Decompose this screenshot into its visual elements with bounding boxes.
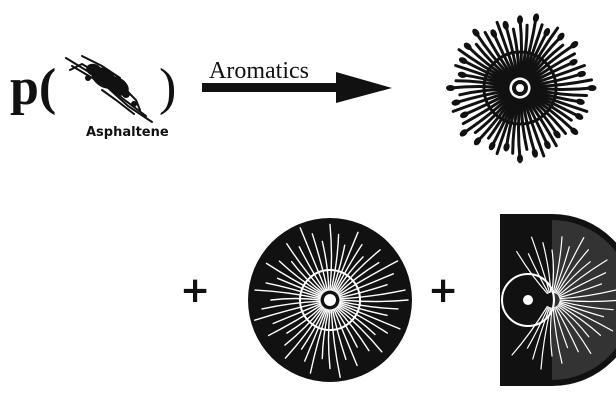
arrow-label: Aromatics	[209, 58, 309, 84]
micelle-radial	[446, 13, 596, 162]
micelle-cluster-full	[248, 218, 412, 382]
close-paren: )	[159, 59, 176, 116]
plus-sign-2: +	[428, 270, 458, 311]
micelle-cluster-half	[500, 214, 616, 386]
prefix-p-open-paren: p(	[10, 59, 56, 116]
asphaltene-molecule	[66, 56, 152, 122]
plus-sign-1: +	[180, 270, 210, 311]
molecule-label: Asphaltene	[86, 125, 169, 140]
